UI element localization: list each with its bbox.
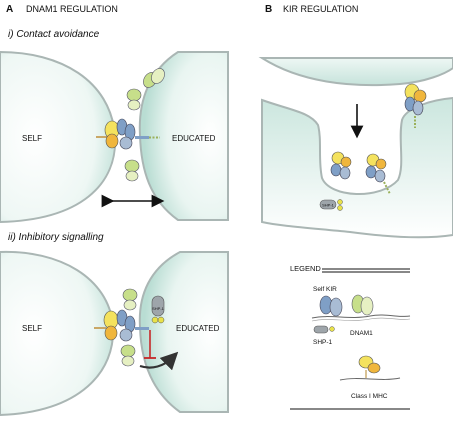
legend-dnam1-icon xyxy=(351,294,374,316)
legend-shp1-icon xyxy=(313,325,335,334)
activation-curved-arrow xyxy=(139,351,179,371)
dnam1-dimer xyxy=(120,344,136,367)
educated-label: EDUCATED xyxy=(172,134,216,143)
shp1-label: SHP-1 xyxy=(322,203,335,208)
legend-mhc-icon xyxy=(339,355,401,381)
legend-self-kir-label: Self KIR xyxy=(313,286,337,293)
panel-b-title: KIR REGULATION xyxy=(283,4,358,14)
dnam1-dimer xyxy=(143,68,165,88)
internalised-complex xyxy=(365,153,391,195)
educated-label: EDUCATED xyxy=(176,324,220,333)
subheading-contact-avoidance: i) Contact avoidance xyxy=(8,29,100,40)
legend-shp1-label: SHP-1 xyxy=(313,339,333,346)
panel-b-letter: B xyxy=(265,4,272,15)
shp1-phosphatase: SHP-1 xyxy=(319,199,343,211)
legend-mhc-label: Class I MHC xyxy=(351,393,388,400)
bottom-cell xyxy=(261,96,453,239)
kir-mhc-complex xyxy=(404,83,427,128)
subheading-inhibitory-signalling: ii) Inhibitory signalling xyxy=(8,232,104,243)
dnam1-dimer xyxy=(126,88,142,111)
self-label: SELF xyxy=(22,324,42,333)
dnam1-dimer xyxy=(122,288,138,311)
mhc-complex xyxy=(96,120,120,149)
legend-membrane xyxy=(311,314,411,319)
panel-a-title: DNAM1 REGULATION xyxy=(26,4,118,14)
top-cell xyxy=(258,57,453,87)
kir-regulation-scene: SHP-1 xyxy=(258,57,453,239)
shp1-label: SHP-1 xyxy=(152,306,165,311)
legend: LEGEND Self KIR DNAM1 SHP-1 Class I MHC xyxy=(290,264,411,410)
dnam1-dimer xyxy=(124,159,140,182)
inhibition-symbol xyxy=(144,330,156,359)
self-cell xyxy=(0,250,115,417)
mhc-complex xyxy=(94,310,119,341)
kir-receptor xyxy=(116,309,149,342)
kir-receptor xyxy=(116,118,160,150)
panel-a-letter: A xyxy=(6,4,13,15)
inhibitory-signalling-scene: SELF EDUCATED SHP-1 xyxy=(0,250,229,417)
internalised-complex xyxy=(330,151,352,180)
legend-dnam1-label: DNAM1 xyxy=(350,330,373,337)
self-label: SELF xyxy=(22,134,42,143)
legend-kir-icon xyxy=(319,295,343,317)
shp1-phosphatase: SHP-1 xyxy=(151,295,165,324)
legend-title: LEGEND xyxy=(290,264,321,273)
contact-avoidance-scene: SELF EDUCATED xyxy=(0,50,229,224)
